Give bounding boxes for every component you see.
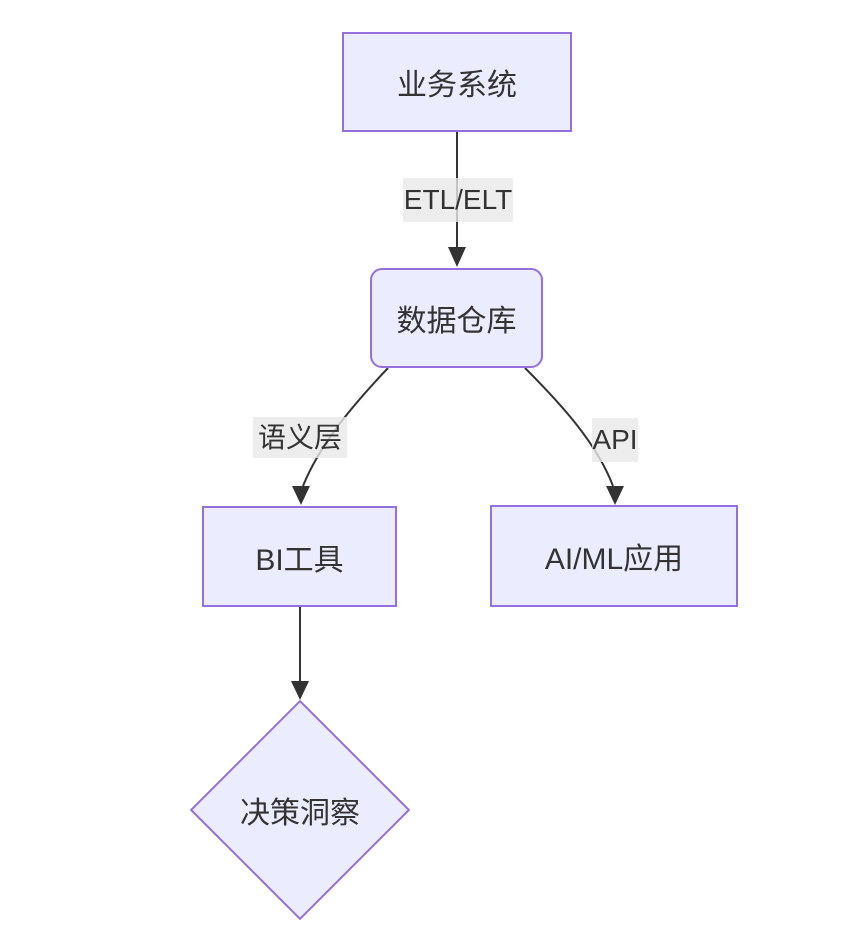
node-business-system: 业务系统 [342, 32, 572, 132]
node-data-warehouse: 数据仓库 [370, 268, 543, 368]
node-decision-insight-label: 决策洞察 [240, 797, 360, 830]
edge-warehouse-aiml [524, 367, 614, 487]
node-aiml-apps: AI/ML应用 [490, 505, 738, 607]
arrowhead-aiml [606, 486, 624, 505]
arrowhead-warehouse [448, 247, 466, 267]
arrowhead-insight [291, 681, 309, 700]
edge-label-etl-elt: ETL/ELT [403, 178, 513, 222]
node-bi-tools: BI工具 [202, 506, 397, 607]
arrowhead-bi [292, 486, 310, 505]
edge-label-semantic-layer: 语义层 [253, 417, 347, 458]
edge-label-api: API [592, 418, 638, 462]
